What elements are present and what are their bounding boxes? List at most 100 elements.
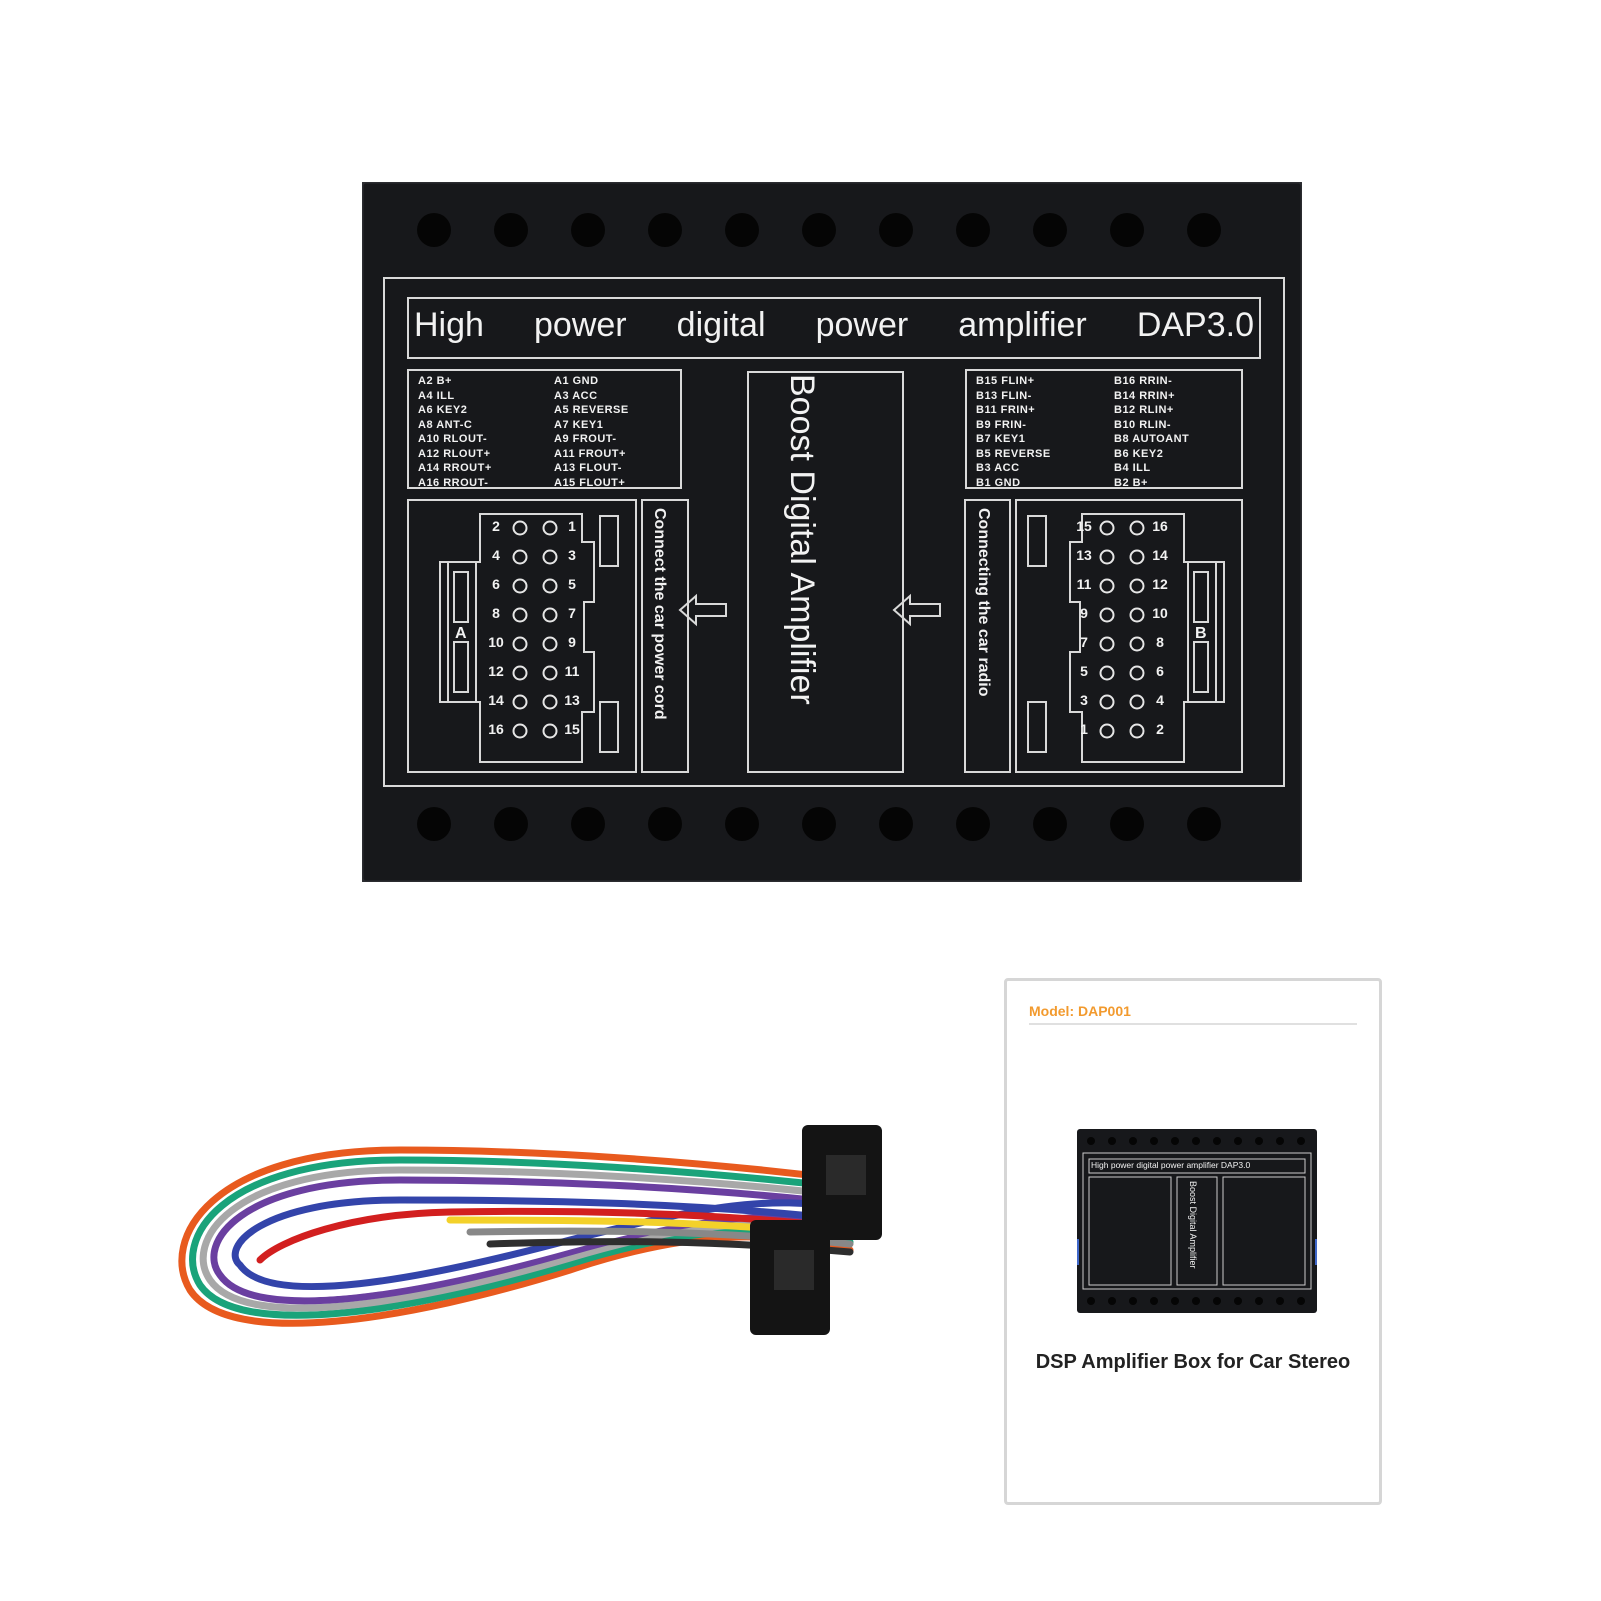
left-pin-b-1: A3 ACC	[554, 389, 598, 402]
thumb-vent-hole	[1276, 1137, 1284, 1145]
connector-b-letter: B	[1195, 625, 1207, 642]
thumb-vent-hole	[1213, 1297, 1221, 1305]
pin-hole	[542, 665, 558, 681]
thumb-vent-hole	[1255, 1137, 1263, 1145]
connector-a-letter: A	[455, 625, 467, 642]
left-pin-a-0: A2 B+	[418, 375, 452, 387]
conn-b-num-9: 9	[1080, 605, 1088, 621]
conn-b-num-1: 1	[1080, 721, 1088, 737]
pin-hole	[512, 665, 528, 681]
left-pin-a-3: A8 ANT-C	[418, 418, 473, 431]
pin-hole	[1099, 549, 1115, 565]
conn-b-num-16: 16	[1152, 518, 1168, 534]
right-pin-b-0: B16 RRIN-	[1114, 375, 1173, 387]
vent-hole	[494, 807, 528, 841]
vent-hole	[802, 807, 836, 841]
thumb-vent-hole	[1276, 1297, 1284, 1305]
conn-a-num-6: 6	[492, 576, 500, 592]
thumbnail-title: High power digital power amplifier DAP3.…	[1091, 1160, 1251, 1170]
thumb-vent-hole	[1150, 1137, 1158, 1145]
conn-b-num-3: 3	[1080, 692, 1088, 708]
thumb-vent-hole	[1108, 1137, 1116, 1145]
conn-b-num-6: 6	[1156, 663, 1164, 679]
left-pin-a-2: A6 KEY2	[418, 404, 468, 416]
right-pin-a-5: B5 REVERSE	[976, 447, 1051, 460]
right-pin-b-3: B10 RLIN-	[1114, 418, 1172, 431]
left-pin-b-5: A11 FROUT+	[554, 447, 626, 460]
conn-a-num-9: 9	[568, 634, 576, 650]
pin-hole	[542, 723, 558, 739]
pin-hole	[542, 636, 558, 652]
right-pin-list-2: B16 RRIN-B14 RRIN+B12 RLIN+B10 RLIN-B8 A…	[1114, 374, 1189, 490]
thumb-vent-hole	[1192, 1297, 1200, 1305]
vent-hole	[725, 807, 759, 841]
right-caption: Connecting the car radio	[975, 508, 992, 697]
thumb-vent-hole	[1171, 1297, 1179, 1305]
left-pin-b-7: A15 FLOUT+	[554, 476, 626, 489]
conn-b-num-7: 7	[1080, 634, 1088, 650]
right-pin-a-3: B9 FRIN-	[976, 418, 1027, 431]
pin-hole	[1099, 665, 1115, 681]
vent-hole	[494, 213, 528, 247]
left-pin-b-2: A5 REVERSE	[554, 404, 629, 416]
pin-hole	[1099, 520, 1115, 536]
arrow-left-icon	[678, 593, 727, 627]
vent-hole	[1187, 807, 1221, 841]
vent-hole	[417, 213, 451, 247]
thumb-vent-hole	[1150, 1297, 1158, 1305]
arrow-left-icon-2	[892, 593, 941, 627]
connector-pin-holes	[512, 520, 1145, 739]
pin-hole	[1129, 665, 1145, 681]
conn-a-num-2: 2	[492, 518, 500, 534]
conn-a-num-1: 1	[568, 518, 576, 534]
right-pin-a-2: B11 FRIN+	[976, 404, 1036, 416]
vent-hole	[648, 213, 682, 247]
pin-hole	[542, 694, 558, 710]
right-pin-b-2: B12 RLIN+	[1114, 404, 1174, 416]
conn-a-num-14: 14	[488, 692, 504, 708]
conn-a-num-15: 15	[564, 721, 580, 737]
right-pin-a-6: B3 ACC	[976, 462, 1020, 474]
left-pin-b-3: A7 KEY1	[554, 418, 604, 431]
vent-hole	[956, 213, 990, 247]
vent-hole	[1110, 807, 1144, 841]
right-pin-a-1: B13 FLIN-	[976, 389, 1032, 402]
pin-hole	[1099, 578, 1115, 594]
right-pin-b-4: B8 AUTOANT	[1114, 433, 1190, 445]
amplifier-title: High power digital power amplifier DAP3.…	[414, 306, 1254, 344]
pin-hole	[1099, 723, 1115, 739]
right-pin-a-4: B7 KEY1	[976, 433, 1026, 445]
amplifier-body	[362, 182, 1302, 882]
thumbnail-graphic	[1077, 1137, 1317, 1305]
vent-hole	[1033, 213, 1067, 247]
pin-hole	[1129, 578, 1145, 594]
divider	[1029, 1023, 1357, 1025]
product-caption: DSP Amplifier Box for Car Stereo	[1035, 1351, 1351, 1373]
conn-a-num-5: 5	[568, 576, 576, 592]
pin-hole	[1129, 636, 1145, 652]
right-pin-b-7: B2 B+	[1114, 476, 1148, 489]
pin-hole	[1129, 723, 1145, 739]
right-pin-b-6: B4 ILL	[1114, 462, 1151, 474]
conn-a-num-7: 7	[568, 605, 576, 621]
pin-hole	[512, 578, 528, 594]
vent-hole	[802, 213, 836, 247]
thumb-vent-hole	[1129, 1297, 1137, 1305]
connector-b-outline	[1027, 513, 1225, 763]
left-pin-a-5: A12 RLOUT+	[418, 447, 491, 460]
pin-hole	[1129, 694, 1145, 710]
conn-b-num-2: 2	[1156, 721, 1164, 737]
conn-b-num-8: 8	[1156, 634, 1164, 650]
conn-b-num-12: 12	[1152, 576, 1168, 592]
pin-hole	[512, 607, 528, 623]
pin-hole	[512, 723, 528, 739]
thumb-vent-hole	[1087, 1137, 1095, 1145]
pin-hole	[512, 694, 528, 710]
conn-a-num-13: 13	[564, 692, 580, 708]
thumbnail-center: Boost Digital Amplifier	[1188, 1181, 1198, 1269]
conn-a-num-11: 11	[564, 663, 580, 679]
left-pin-a-6: A14 RROUT+	[418, 462, 492, 474]
pin-hole	[1099, 607, 1115, 623]
left-pin-b-6: A13 FLOUT-	[554, 462, 622, 474]
